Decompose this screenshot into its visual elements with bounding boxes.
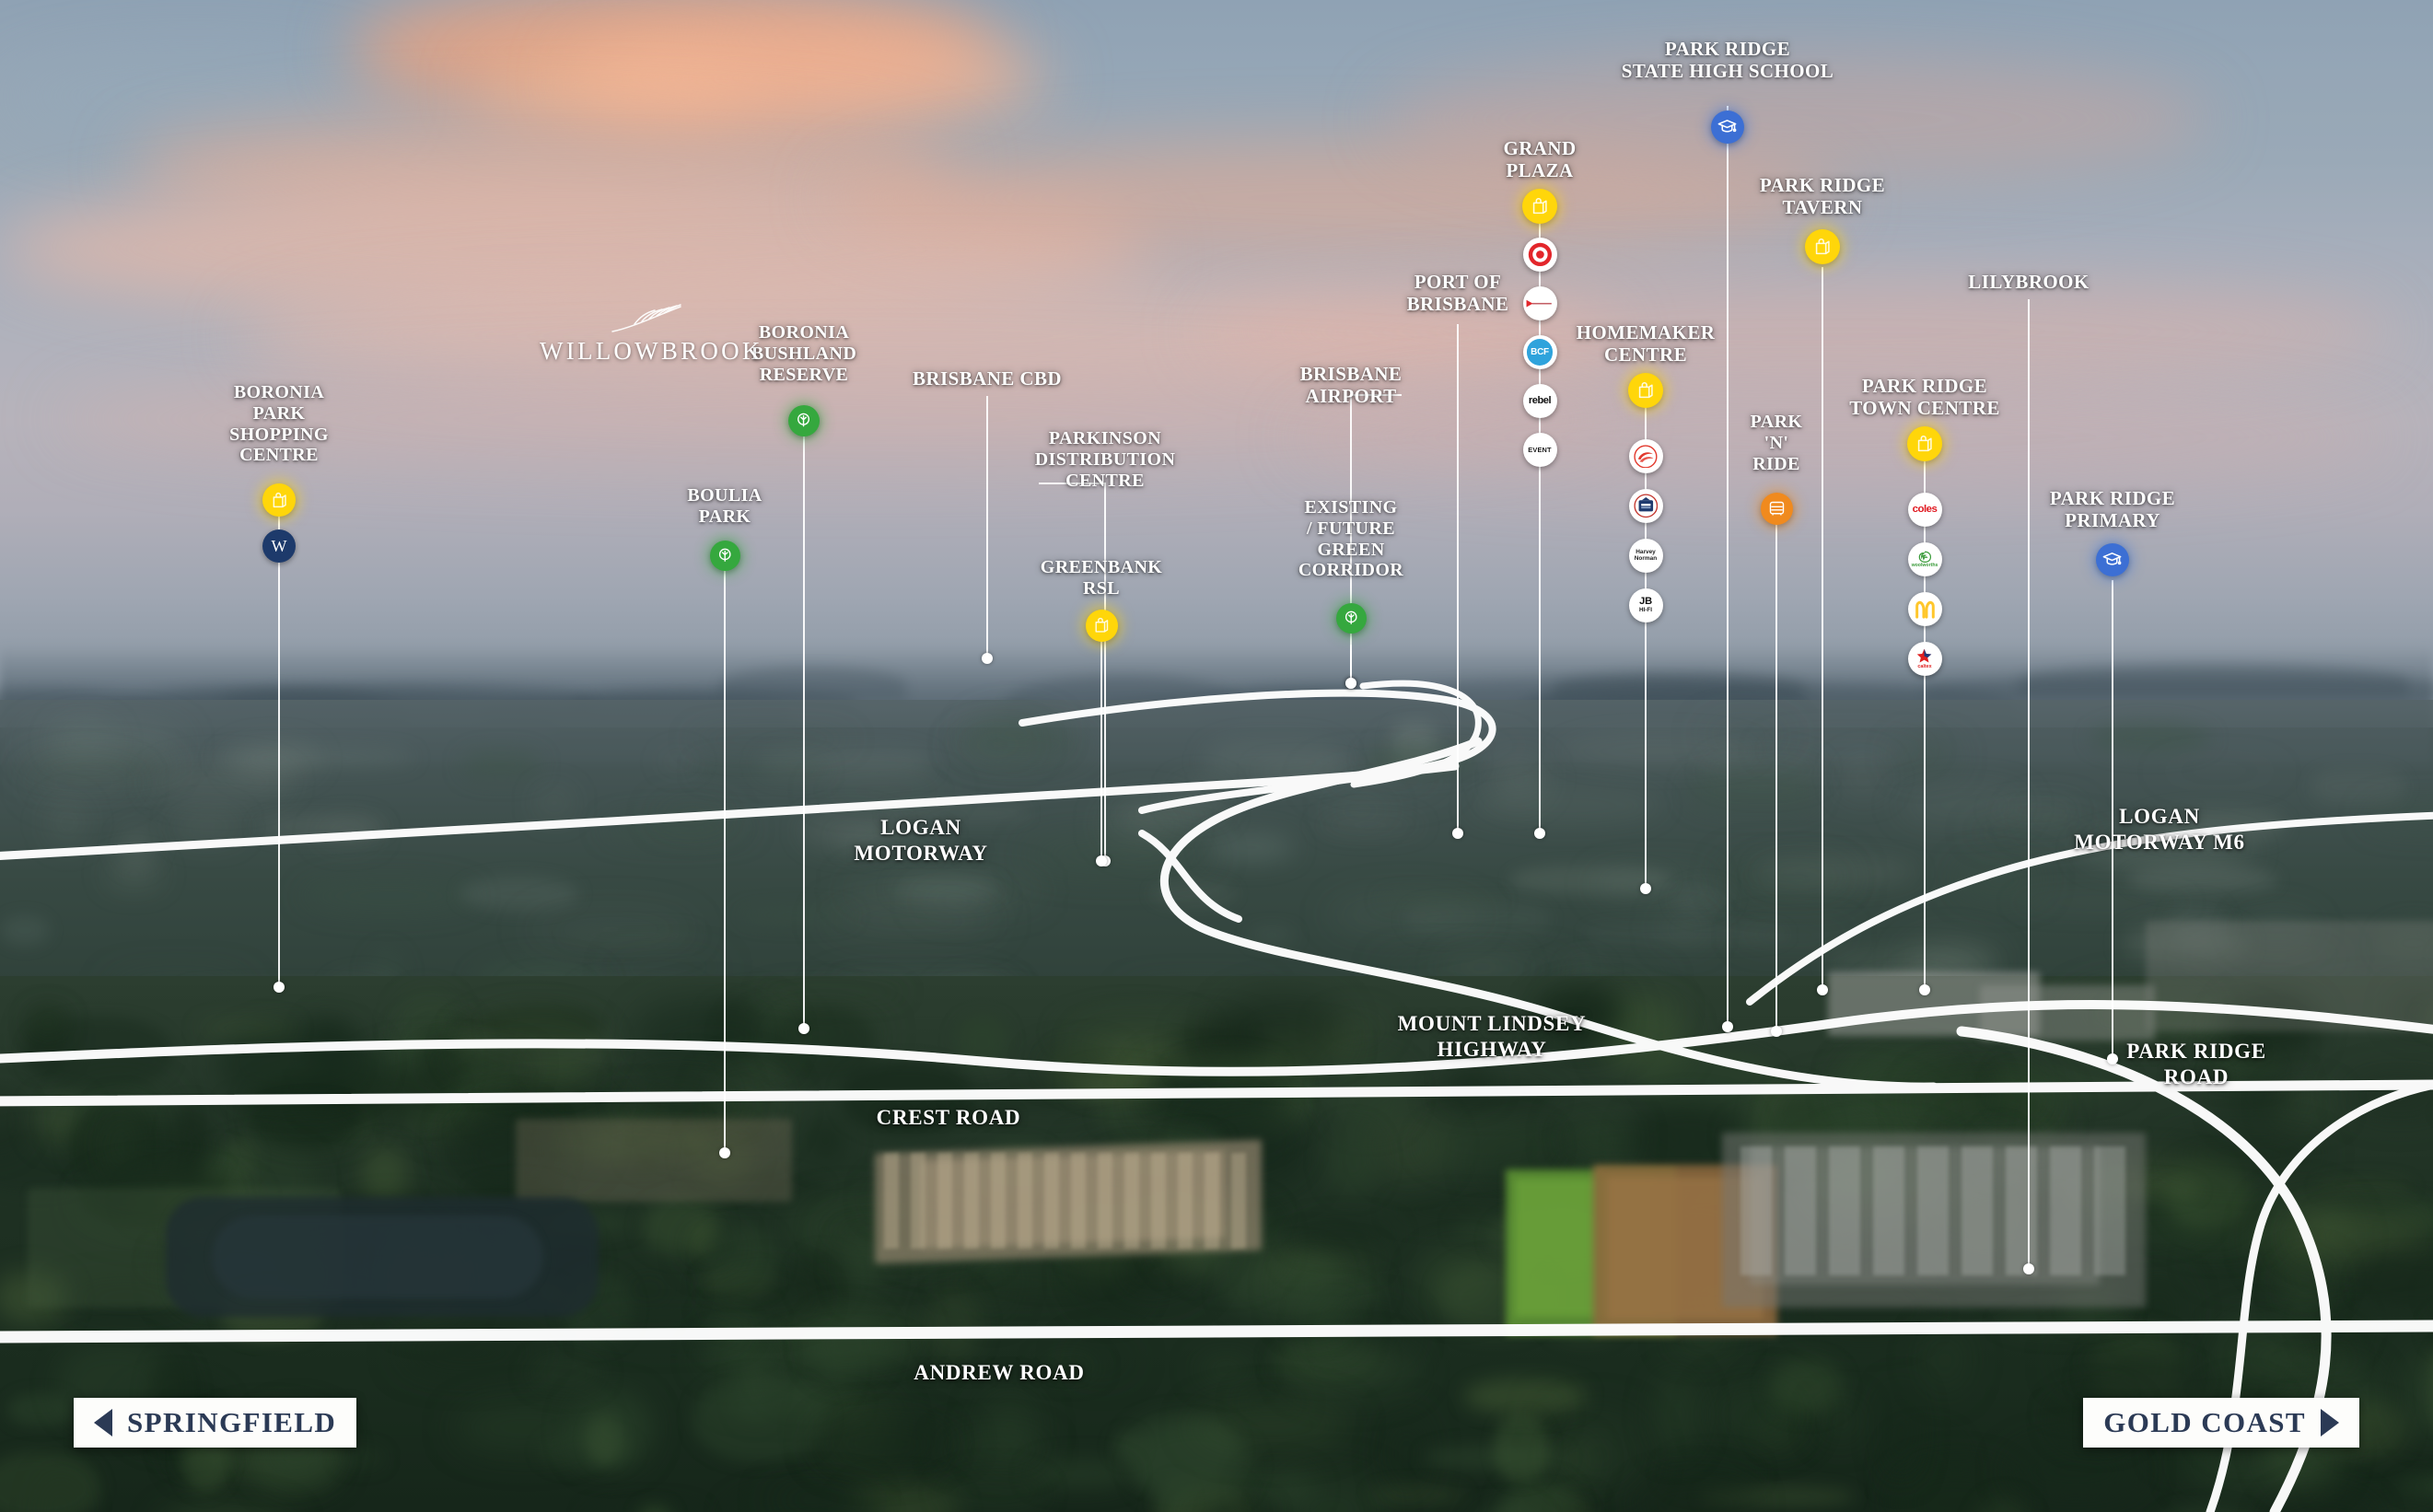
nav-springfield-label: SPRINGFIELD bbox=[127, 1406, 337, 1438]
bcf-logo-icon[interactable]: BCF bbox=[1522, 335, 1557, 369]
shopping-bag-icon[interactable] bbox=[1907, 426, 1942, 461]
anaconda-logo-icon[interactable] bbox=[1628, 489, 1663, 523]
pin-label-brisbane-cbd: BRISBANE CBD bbox=[913, 367, 1062, 390]
pin-leader-line bbox=[986, 396, 988, 658]
caltex-logo-icon[interactable]: caltex bbox=[1907, 642, 1942, 676]
pin-end-dot bbox=[1640, 883, 1651, 894]
pin-leader-line bbox=[1104, 483, 1106, 861]
pin-leader-line bbox=[1645, 382, 1647, 889]
wheat-leaf-mark-icon bbox=[611, 304, 681, 332]
nav-gold-coast-label: GOLD COAST bbox=[2103, 1406, 2306, 1438]
mcdonalds-logo-icon[interactable] bbox=[1907, 592, 1942, 626]
road-label-mount-lindsey-highway: MOUNT LINDSEY HIGHWAY bbox=[1397, 1012, 1587, 1061]
event-cinemas-logo-icon[interactable]: EVENT bbox=[1522, 433, 1557, 467]
road-label-logan-motorway: LOGAN MOTORWAY bbox=[854, 816, 988, 865]
pin-leader-line bbox=[1727, 106, 1729, 1027]
woolworths-logo-icon[interactable]: woolworths bbox=[1907, 542, 1942, 576]
triangle-right-icon bbox=[2321, 1409, 2339, 1436]
harvey-norman-logo-icon[interactable]: Harvey Norman bbox=[1628, 539, 1663, 573]
sunset-sky bbox=[0, 0, 2433, 727]
nav-springfield-button[interactable]: SPRINGFIELD bbox=[74, 1398, 357, 1448]
shopping-bag-icon[interactable] bbox=[1628, 373, 1663, 408]
pin-label-homemaker-centre: HOMEMAKER CENTRE bbox=[1576, 321, 1716, 366]
pin-end-dot bbox=[1534, 828, 1545, 839]
pin-leader-line bbox=[1350, 645, 1352, 683]
pin-label-parkinson-distribution-centre: PARKINSON DISTRIBUTION CENTRE bbox=[1034, 428, 1176, 491]
nav-gold-coast-button[interactable]: GOLD COAST bbox=[2083, 1398, 2359, 1448]
pin-label-grand-plaza: GRAND PLAZA bbox=[1503, 137, 1577, 181]
triangle-left-icon bbox=[94, 1409, 112, 1436]
pin-leader-line bbox=[2028, 299, 2030, 1269]
pin-end-dot bbox=[1452, 828, 1463, 839]
road-label-logan-motorway-m6: LOGAN MOTORWAY M6 bbox=[2074, 805, 2245, 854]
tree-icon[interactable] bbox=[788, 405, 820, 436]
pin-label-park-ridge-state-high-school: PARK RIDGE STATE HIGH SCHOOL bbox=[1621, 38, 1834, 82]
shopping-bag-icon[interactable] bbox=[262, 483, 296, 517]
pin-leader-line bbox=[1775, 520, 1777, 1031]
coles-logo-icon[interactable]: coles bbox=[1907, 493, 1942, 527]
pin-label-boulia-park: BOULIA PARK bbox=[687, 485, 762, 527]
pin-end-dot bbox=[1919, 984, 1930, 995]
pin-leader-line bbox=[1924, 436, 1926, 990]
pin-elbow-connector bbox=[1039, 483, 1105, 484]
pin-leader-line bbox=[1539, 198, 1541, 833]
pin-end-dot bbox=[2107, 1053, 2118, 1064]
pin-end-dot bbox=[2023, 1263, 2034, 1274]
pin-elbow-connector bbox=[1351, 394, 1402, 396]
pin-end-dot bbox=[1096, 855, 1107, 866]
pin-label-boronia-bushland-reserve: BORONIA BUSHLAND RESERVE bbox=[751, 322, 857, 385]
pin-label-park-ridge-town-centre: PARK RIDGE TOWN CENTRE bbox=[1849, 375, 2000, 419]
pin-label-park-ridge-tavern: PARK RIDGE TAVERN bbox=[1759, 174, 1886, 218]
pin-leader-line bbox=[1350, 394, 1352, 683]
pin-leader-line bbox=[1100, 635, 1102, 861]
pin-end-dot bbox=[274, 982, 285, 993]
jb-hifi-logo-icon[interactable]: JB HI-FI bbox=[1628, 588, 1663, 622]
pin-leader-line bbox=[724, 562, 726, 1153]
road-label-andrew-road: ANDREW ROAD bbox=[914, 1361, 1085, 1384]
willowbrook-logo: WILLOWBROOK bbox=[540, 304, 763, 366]
pin-label-park-ridge-primary: PARK RIDGE PRIMARY bbox=[2049, 487, 2176, 531]
spotlight-logo-icon[interactable] bbox=[1628, 439, 1663, 473]
pin-label-port-of-brisbane: PORT OF BRISBANE bbox=[1406, 271, 1509, 315]
bus-icon[interactable] bbox=[1760, 493, 1793, 525]
pin-leader-line bbox=[1457, 324, 1459, 833]
pin-leader-line bbox=[1822, 267, 1823, 990]
pin-label-brisbane-airport: BRISBANE AIRPORT bbox=[1299, 363, 1403, 407]
shopping-bag-icon[interactable] bbox=[1085, 610, 1118, 642]
pin-end-dot bbox=[798, 1023, 809, 1034]
pin-label-park-n-ride: PARK 'N' RIDE bbox=[1750, 412, 1803, 474]
pin-label-lilybrook: LILYBROOK bbox=[1968, 271, 2090, 293]
shopping-bag-icon[interactable] bbox=[1805, 229, 1840, 264]
pin-end-dot bbox=[719, 1147, 730, 1158]
pin-label-boronia-park-shopping-centre: BORONIA PARK SHOPPING CENTRE bbox=[229, 382, 329, 466]
willowbrook-logo-text: WILLOWBROOK bbox=[540, 337, 763, 365]
tree-icon[interactable] bbox=[709, 541, 740, 571]
kmart-logo-icon[interactable] bbox=[1522, 286, 1557, 320]
w-monogram-icon[interactable]: W bbox=[262, 529, 296, 563]
road-label-crest-road: CREST ROAD bbox=[876, 1106, 1021, 1129]
pin-end-dot bbox=[1345, 678, 1356, 689]
pin-end-dot bbox=[1771, 1026, 1782, 1037]
pin-leader-line bbox=[803, 431, 805, 1029]
pin-end-dot bbox=[982, 653, 993, 664]
pin-end-dot bbox=[1817, 984, 1828, 995]
tree-icon[interactable] bbox=[1335, 603, 1367, 634]
road-label-park-ridge-road: PARK RIDGE ROAD bbox=[2126, 1040, 2266, 1088]
pin-label-greenbank-rsl: GREENBANK RSL bbox=[1040, 557, 1163, 599]
pin-end-dot bbox=[1722, 1021, 1733, 1032]
pin-leader-line bbox=[2112, 580, 2113, 1059]
graduation-cap-icon[interactable] bbox=[1711, 110, 1744, 144]
pin-label-existing-future-green-corridor: EXISTING / FUTURE GREEN CORRIDOR bbox=[1298, 497, 1404, 581]
shopping-bag-icon[interactable] bbox=[1522, 189, 1557, 224]
rebel-logo-icon[interactable]: rebel bbox=[1522, 384, 1557, 418]
target-logo-icon[interactable] bbox=[1522, 238, 1557, 272]
graduation-cap-icon[interactable] bbox=[2096, 543, 2129, 576]
pin-leader-line bbox=[278, 493, 280, 987]
